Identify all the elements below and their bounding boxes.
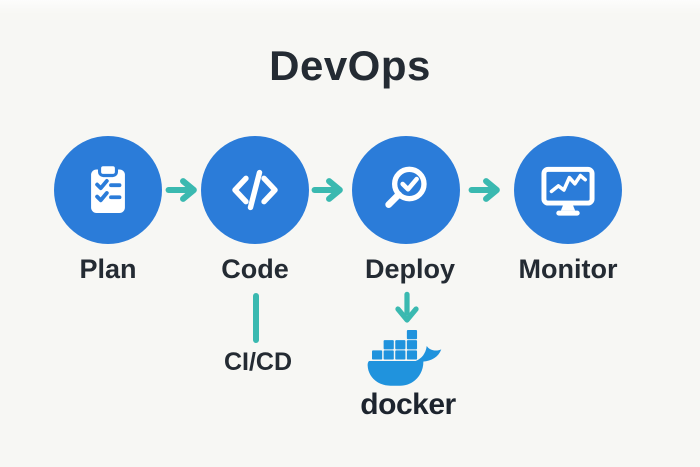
- stage-label-plan: Plan: [79, 254, 137, 284]
- clipboard-checklist-icon: [79, 161, 137, 219]
- page-title: DevOps: [269, 42, 431, 89]
- docker-whale-icon: [359, 330, 447, 392]
- stage-circle-code: [201, 136, 309, 244]
- cicd-connector-line: [253, 293, 259, 343]
- docker-wordmark: docker: [360, 388, 456, 421]
- monitor-graph-icon: [535, 157, 601, 223]
- stage-circle-monitor: [514, 136, 622, 244]
- arrow-right-icon: [310, 176, 350, 204]
- stage-label-code: Code: [221, 254, 289, 284]
- arrow-right-icon: [164, 176, 204, 204]
- stage-label-monitor: Monitor: [518, 254, 618, 284]
- code-brackets-icon: [224, 159, 286, 221]
- arrow-down-icon: [392, 291, 422, 329]
- arrow-right-icon: [467, 176, 507, 204]
- stage-circle-plan: [54, 136, 162, 244]
- magnifier-check-icon: [374, 158, 438, 222]
- stage-circle-deploy: [352, 136, 460, 244]
- stage-label-deploy: Deploy: [364, 254, 456, 284]
- cicd-label: CI/CD: [223, 348, 293, 376]
